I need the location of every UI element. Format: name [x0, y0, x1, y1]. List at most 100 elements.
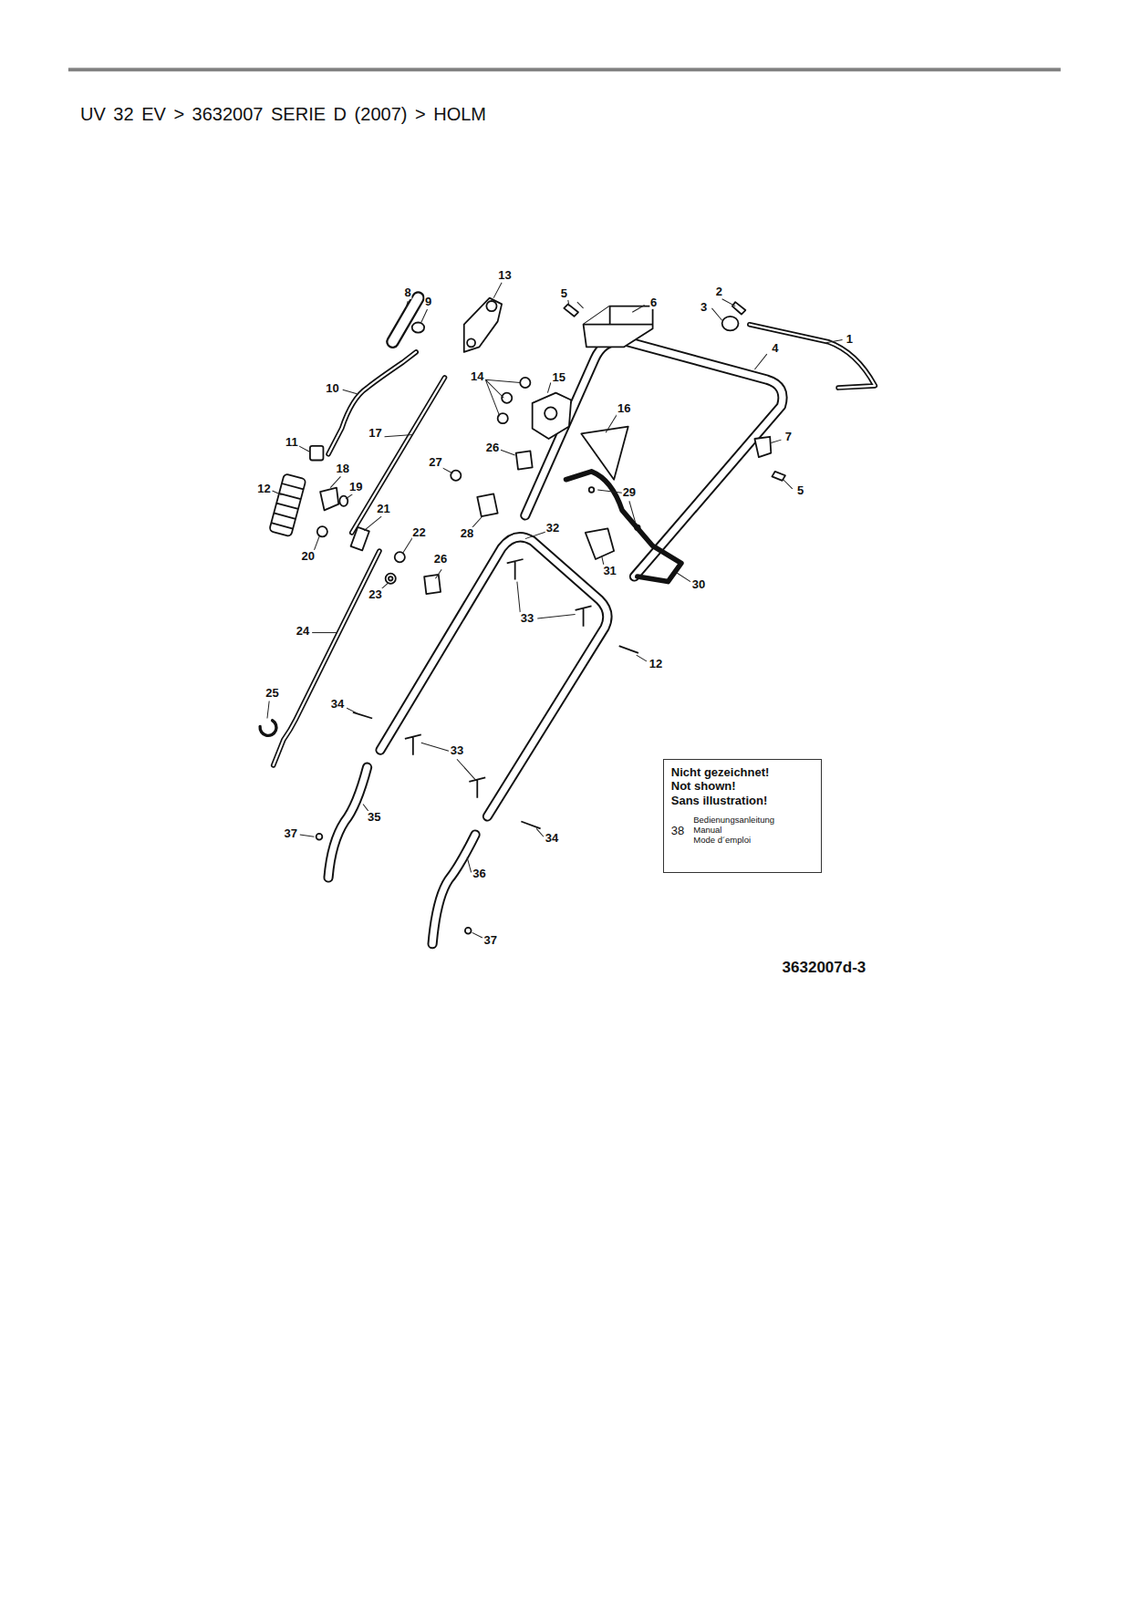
small-parts	[477, 493, 498, 517]
callout-number: 26	[433, 552, 448, 566]
leader-lines	[783, 479, 793, 489]
callout-number: 10	[324, 382, 340, 395]
rods-and-cable	[328, 352, 416, 455]
note-column: BedienungsanleitungManualMode d´emploi	[693, 815, 775, 846]
note-heading: Nicht gezeichnet!	[671, 765, 814, 780]
callout-number: 24	[295, 624, 311, 638]
small-parts	[516, 450, 533, 469]
small-parts	[532, 393, 571, 439]
callout-number: 13	[497, 269, 512, 282]
small-parts	[270, 483, 303, 530]
header-rule	[68, 67, 1061, 72]
callout-number: 17	[367, 426, 383, 440]
small-parts	[575, 605, 592, 626]
handle-tubes	[328, 767, 367, 878]
callout-number: 16	[616, 402, 632, 416]
leader-lines	[826, 340, 843, 343]
leader-lines	[500, 449, 516, 456]
handle-tubes	[392, 298, 418, 343]
leader-lines	[435, 569, 442, 579]
callout-number: 33	[519, 611, 535, 624]
small-parts	[465, 927, 472, 934]
small-parts	[634, 525, 641, 531]
small-parts	[351, 527, 370, 551]
small-parts	[486, 300, 497, 312]
small-parts	[589, 487, 595, 493]
callout-number: 26	[485, 441, 500, 455]
handle-tubes	[380, 537, 608, 817]
leader-lines	[299, 446, 311, 453]
leader-lines	[568, 300, 584, 309]
callout-number: 5	[560, 287, 569, 301]
callout-number: 9	[424, 295, 433, 309]
callout-number: 34	[330, 696, 345, 710]
small-parts	[585, 528, 614, 560]
small-parts	[351, 527, 370, 551]
rods-and-cable	[749, 324, 876, 388]
leader-lines	[272, 490, 282, 495]
callout-number: 22	[411, 526, 426, 540]
leader-lines	[300, 834, 315, 837]
small-parts	[581, 426, 628, 480]
note-heading: Sans illustration!	[671, 793, 814, 809]
rods-and-cable	[273, 550, 380, 766]
callout-number: 35	[366, 809, 382, 823]
leader-lines	[342, 389, 358, 394]
callout-number: 12	[256, 481, 271, 495]
small-parts	[394, 551, 405, 562]
callout-number: 30	[691, 578, 706, 592]
leader-lines	[547, 382, 550, 393]
rods-and-cable	[273, 324, 876, 766]
callout-number: 34	[544, 831, 560, 845]
callout-number: 1	[845, 332, 854, 346]
callout-number: 23	[367, 588, 383, 602]
leader-lines	[384, 435, 414, 437]
leader-lines	[330, 476, 341, 488]
leader-lines	[722, 299, 737, 307]
handle-tubes	[525, 340, 783, 577]
small-parts	[732, 301, 747, 314]
callout-number: 20	[300, 549, 315, 563]
small-parts	[316, 833, 323, 841]
rods-and-cable	[352, 377, 446, 533]
callout-number: 37	[282, 826, 298, 840]
callout-number: 12	[648, 657, 664, 671]
leader-lines	[485, 379, 520, 416]
handle-tubes	[432, 834, 476, 945]
note-box: Nicht gezeichnet!Not shown!Sans illustra…	[663, 758, 822, 873]
part-number: 38	[671, 823, 685, 838]
small-parts	[269, 298, 786, 934]
small-parts	[339, 496, 348, 507]
leader-lines	[311, 632, 337, 633]
callout-number: 31	[601, 564, 617, 578]
small-parts	[520, 820, 540, 829]
small-parts	[269, 473, 307, 537]
leader-lines	[636, 654, 647, 662]
small-parts	[310, 446, 324, 461]
callout-number: 36	[471, 867, 487, 881]
small-parts	[722, 316, 739, 332]
leader-lines	[675, 572, 691, 582]
small-parts	[466, 338, 476, 347]
small-parts	[450, 470, 461, 481]
leader-lines	[363, 516, 382, 531]
callout-number: 11	[284, 435, 300, 449]
callout-number: 15	[550, 371, 566, 384]
leader-lines	[493, 282, 502, 299]
page-title: UV 32 EV > 3632007 SERIE D (2007) > HOLM	[80, 103, 487, 125]
small-parts	[468, 777, 486, 798]
small-parts	[583, 306, 654, 325]
rods-and-cable	[328, 352, 416, 455]
leader-lines	[525, 531, 547, 540]
leader-lines	[421, 742, 476, 779]
leader-lines	[711, 308, 722, 321]
callout-number: 37	[483, 933, 499, 947]
part-description: Manual	[693, 825, 775, 836]
callout-number: 27	[427, 455, 443, 468]
callout-number: 2	[715, 285, 724, 299]
part-description: Mode d´emploi	[693, 835, 775, 846]
small-parts	[424, 574, 441, 594]
small-parts	[519, 377, 530, 388]
callout-number: 25	[264, 686, 280, 700]
